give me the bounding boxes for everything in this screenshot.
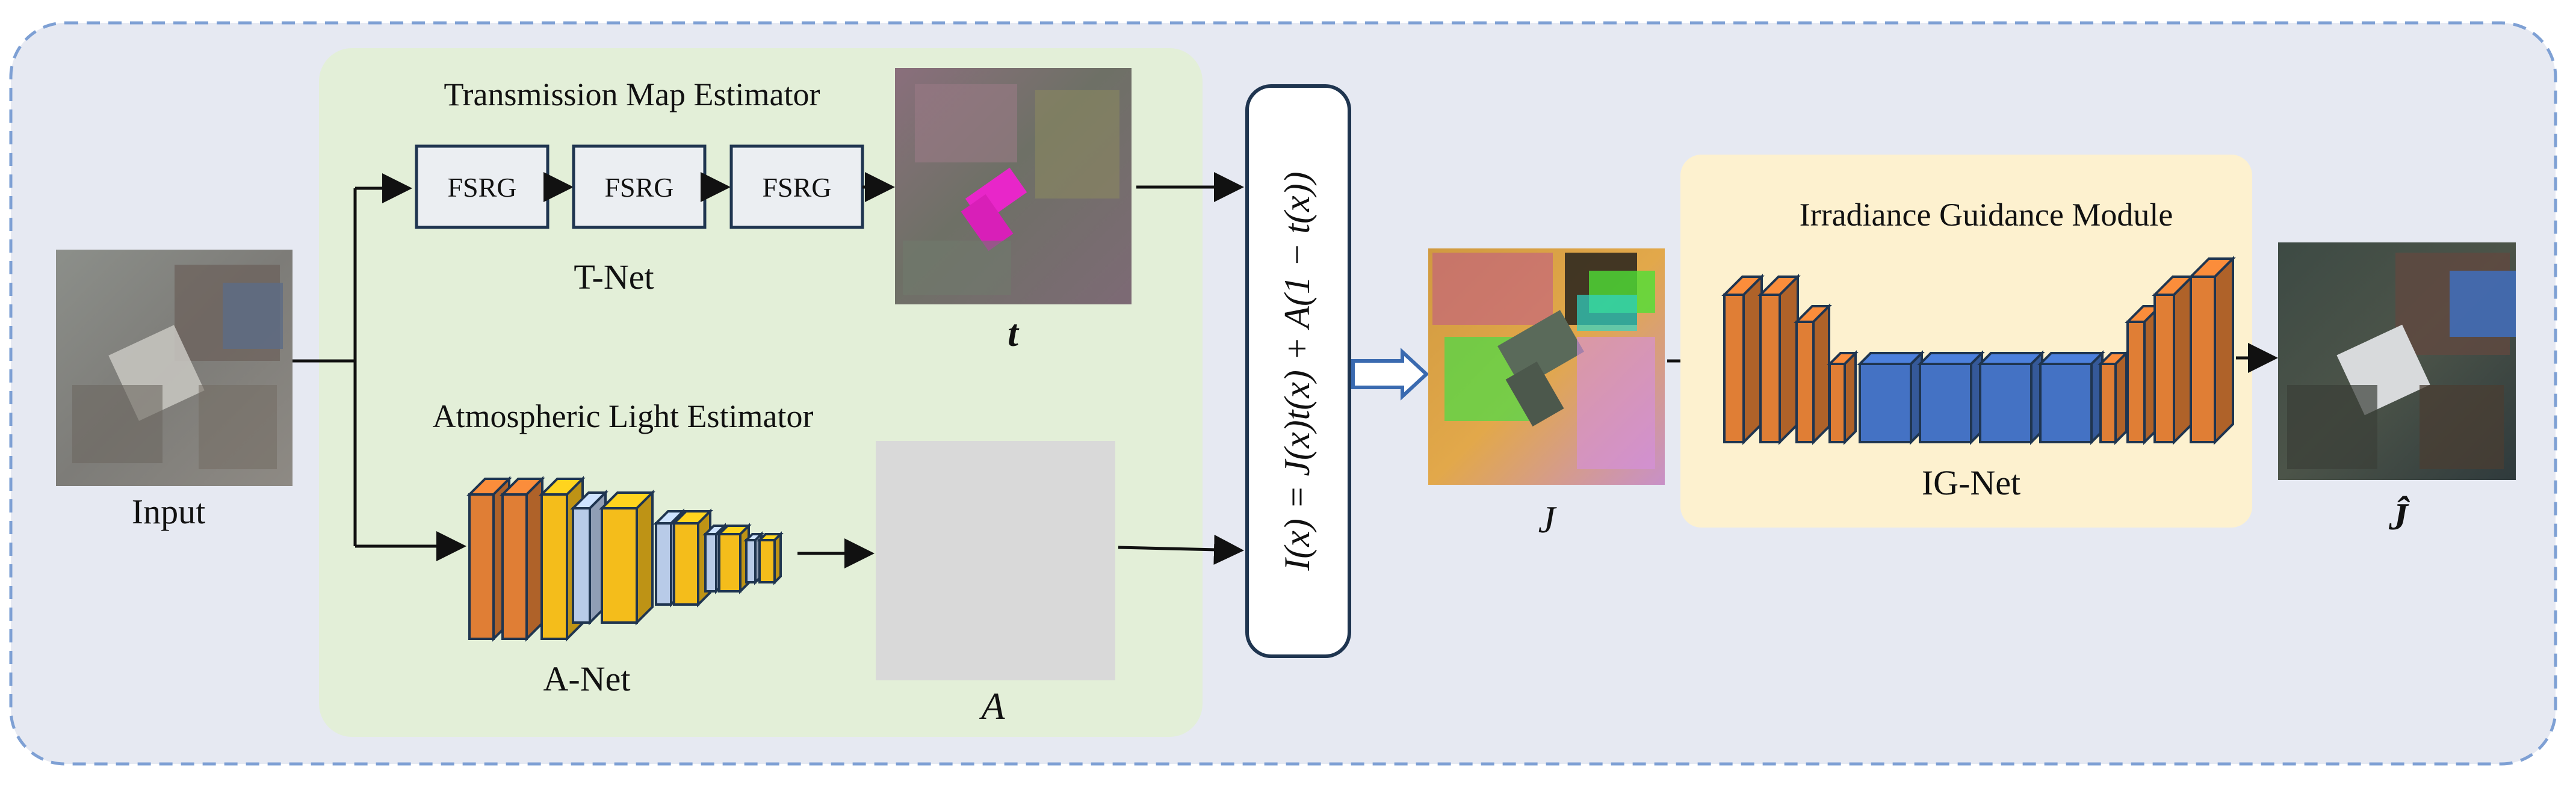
anet-layer-4 [570,490,608,626]
input-branch-connector [293,173,466,561]
ignet-unet [1721,256,2236,445]
ignet-layer-12 [2188,256,2236,445]
anet-layer-5 [599,490,655,626]
output-symbol: Ĵ [2388,495,2410,538]
ignet-layer-2 [1757,274,1801,445]
ignet-layer-7 [1977,350,2045,445]
fsrg-block-1: FSRG [415,144,550,229]
ignet-title: Irradiance Guidance Module [1800,197,2173,233]
ignet-layer-10 [2125,303,2163,445]
scattering-equation: I(x) = J(x)t(x) + A(1 − t(x)) [1277,171,1317,571]
tnet-name: T-Net [574,257,654,297]
input-image [56,250,293,486]
ignet-name: IG-Net [1922,463,2020,502]
j-symbol: J [1538,498,1557,541]
ignet-layer-6 [1917,350,1985,445]
ignet-layer-8 [2037,350,2105,445]
anet-encoder [466,476,784,642]
hollow-arrow-equation-to-j [1351,348,1429,401]
anet-name: A-Net [543,659,631,698]
anet-layer-11 [757,531,784,585]
equation-box [1245,84,1351,658]
atmospheric-light-map [876,441,1115,680]
ignet-layer-11 [2152,274,2195,445]
j-image [1428,248,1665,485]
fsrg-block-3-label: FSRG [762,172,831,203]
tnet-title: Transmission Map Estimator [444,76,820,112]
fsrg-block-1-label: FSRG [447,172,516,203]
tmap-symbol: t [1008,312,1020,354]
fsrg-block-2: FSRG [572,144,707,229]
ignet-layer-4 [1827,350,1859,445]
ignet-layer-1 [1721,274,1765,445]
amap-symbol: A [979,685,1005,727]
fsrg-block-2-label: FSRG [604,172,673,203]
ignet-layer-9 [2098,350,2129,445]
arrow-amap-to-equation [1118,534,1244,565]
anet-layer-7 [671,508,713,608]
transmission-map-image [895,68,1132,304]
anet-title: Atmospheric Light Estimator [433,398,814,434]
fsrg-block-3: FSRG [729,144,864,229]
anet-layer-9 [716,523,752,594]
anet-layer-2 [500,476,545,642]
ignet-layer-3 [1794,303,1832,445]
ignet-layer-5 [1857,350,1925,445]
output-image [2278,242,2516,480]
input-label: Input [132,492,205,531]
